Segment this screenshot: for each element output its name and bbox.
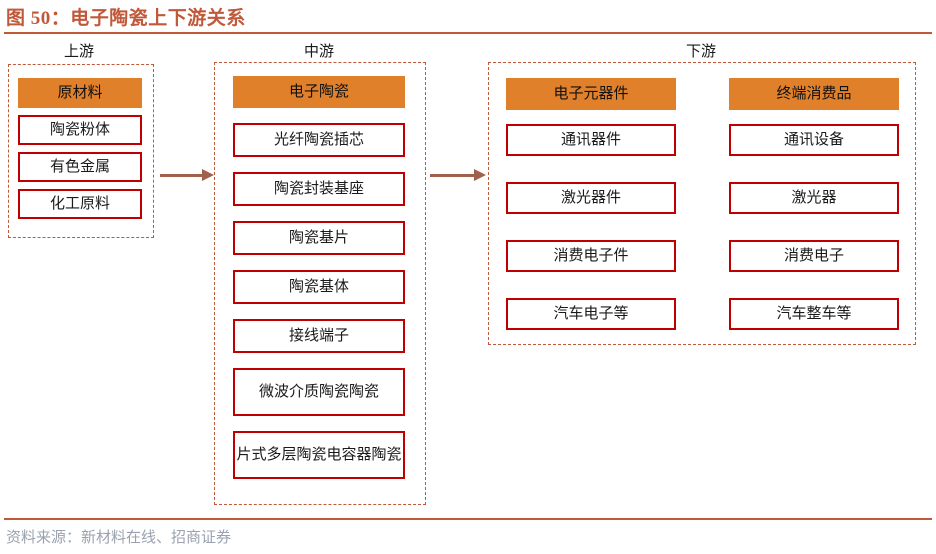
node-downstream-header[interactable]: 电子元器件 [506, 78, 676, 110]
figure-title-bar: 图 50：电子陶瓷上下游关系 [0, 0, 936, 34]
node-upstream-item[interactable]: 化工原料 [18, 189, 142, 219]
node-downstream-item[interactable]: 通讯设备 [729, 124, 899, 156]
node-midstream-header[interactable]: 电子陶瓷 [233, 76, 405, 108]
node-upstream-item[interactable]: 有色金属 [18, 152, 142, 182]
arrow-midstream-to-downstream-icon [430, 168, 486, 184]
arrow-shaft [160, 174, 203, 177]
column-downstream-components: 电子元器件 通讯器件 激光器件 消费电子件 汽车电子等 [506, 78, 676, 330]
arrow-upstream-to-midstream-icon [160, 168, 214, 184]
section-label-upstream: 上游 [63, 44, 94, 60]
arrow-head [202, 169, 214, 181]
footer-divider [4, 518, 932, 520]
arrow-shaft [430, 174, 475, 177]
node-downstream-item[interactable]: 激光器 [729, 182, 899, 214]
section-label-downstream: 下游 [685, 44, 716, 60]
node-downstream-header[interactable]: 终端消费品 [729, 78, 899, 110]
node-downstream-item[interactable]: 汽车整车等 [729, 298, 899, 330]
node-midstream-item[interactable]: 陶瓷基体 [233, 270, 405, 304]
node-midstream-item[interactable]: 接线端子 [233, 319, 405, 353]
section-label-midstream: 中游 [303, 44, 334, 60]
node-midstream-item[interactable]: 陶瓷基片 [233, 221, 405, 255]
column-downstream-end-products: 终端消费品 通讯设备 激光器 消费电子 汽车整车等 [729, 78, 899, 330]
group-box-upstream [8, 64, 154, 238]
arrow-head [474, 169, 486, 181]
page-title: 图 50：电子陶瓷上下游关系 [6, 8, 246, 29]
node-downstream-item[interactable]: 激光器件 [506, 182, 676, 214]
group-box-downstream [488, 62, 916, 345]
node-downstream-item[interactable]: 消费电子 [729, 240, 899, 272]
source-note: 资料来源：新材料在线、招商证券 [6, 530, 232, 546]
node-midstream-item[interactable]: 片式多层陶瓷电容器陶瓷 [233, 431, 405, 479]
node-upstream-header[interactable]: 原材料 [18, 78, 142, 108]
title-divider [4, 32, 932, 34]
node-midstream-item[interactable]: 光纤陶瓷插芯 [233, 123, 405, 157]
column-upstream: 原材料 陶瓷粉体 有色金属 化工原料 [18, 78, 142, 219]
node-downstream-item[interactable]: 汽车电子等 [506, 298, 676, 330]
node-downstream-item[interactable]: 通讯器件 [506, 124, 676, 156]
group-box-midstream [214, 62, 426, 505]
column-midstream: 电子陶瓷 光纤陶瓷插芯 陶瓷封装基座 陶瓷基片 陶瓷基体 接线端子 微波介质陶瓷… [233, 76, 405, 479]
node-downstream-item[interactable]: 消费电子件 [506, 240, 676, 272]
node-upstream-item[interactable]: 陶瓷粉体 [18, 115, 142, 145]
node-midstream-item[interactable]: 微波介质陶瓷陶瓷 [233, 368, 405, 416]
node-midstream-item[interactable]: 陶瓷封装基座 [233, 172, 405, 206]
